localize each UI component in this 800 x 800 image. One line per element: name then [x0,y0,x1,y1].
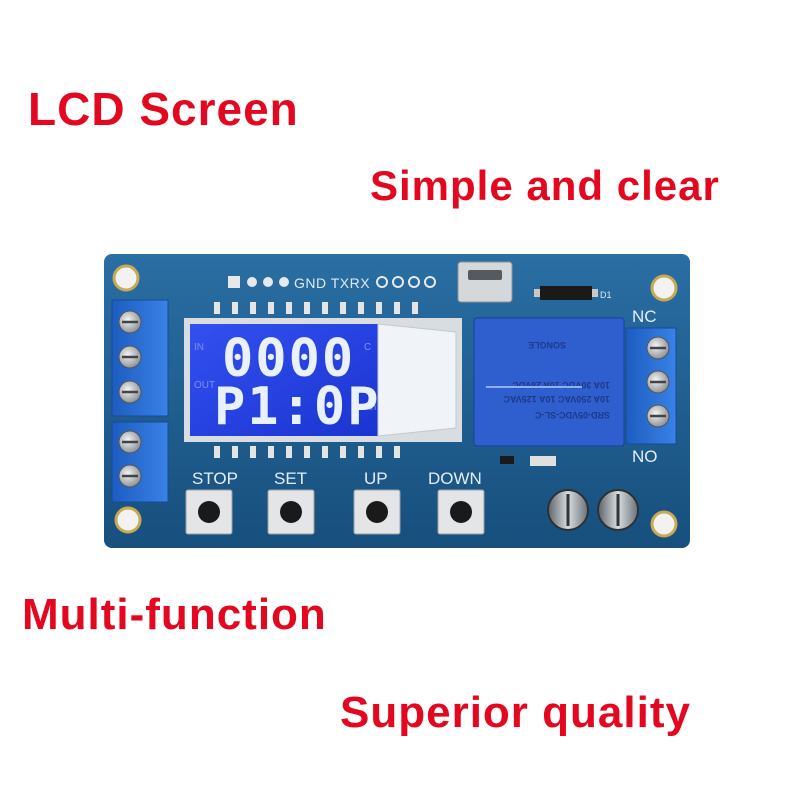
up-label: UP [364,469,388,488]
diode-label: D1 [600,290,612,300]
serial-header: GND TXRX [228,275,436,291]
capacitor-2 [597,489,639,531]
caption-simple-and-clear: Simple and clear [370,162,720,209]
svg-text:OUT: OUT [194,380,215,391]
lcd-display: IN OUT C Ah 0000 P1:0P [184,318,462,442]
relay-output-terminal [625,327,677,445]
stop-button[interactable] [185,489,233,535]
stop-label: STOP [192,469,238,488]
header-label: GND TXRX [294,275,370,291]
down-button[interactable] [437,489,485,535]
mounting-holes [112,264,678,538]
relay-model: SRD-05VDC-SL-C [534,410,610,420]
down-label: DOWN [428,469,482,488]
set-label: SET [274,469,307,488]
lcd-bottom-pins [214,446,400,458]
svg-text:C: C [364,342,371,353]
caption-superior-quality: Superior quality [340,688,691,737]
capacitor-1 [547,489,589,531]
power-terminal-block-2pin [111,421,169,503]
up-button[interactable] [353,489,401,535]
diode-d1: D1 [534,286,612,300]
lcd-top-pins [214,302,418,314]
relay-rating-1: 10A 250VAC 10A 125VAC [503,394,610,404]
relay-rating-2: 10A 30VDC 10A 28VDC [512,380,610,390]
micro-usb-port [457,261,513,303]
set-button[interactable] [267,489,315,535]
timer-relay-board: GND TXRX D1 IN OUT C Ah 0000 P1:0P [104,254,690,548]
nc-label: NC [632,307,657,326]
lcd-line-1: 0000 [222,329,355,389]
no-label: NO [632,447,658,466]
relay-brand: SONGLE [528,340,566,350]
input-terminal-block-3pin [111,299,169,417]
svg-text:Ah: Ah [364,402,376,413]
caption-lcd-screen: LCD Screen [28,83,299,135]
relay-songle: SRD-05VDC-SL-C 10A 250VAC 10A 125VAC 10A… [473,317,625,447]
lcd-line-2: P1:0P [214,377,381,437]
caption-multi-function: Multi-function [22,590,327,639]
svg-text:IN: IN [194,342,204,353]
